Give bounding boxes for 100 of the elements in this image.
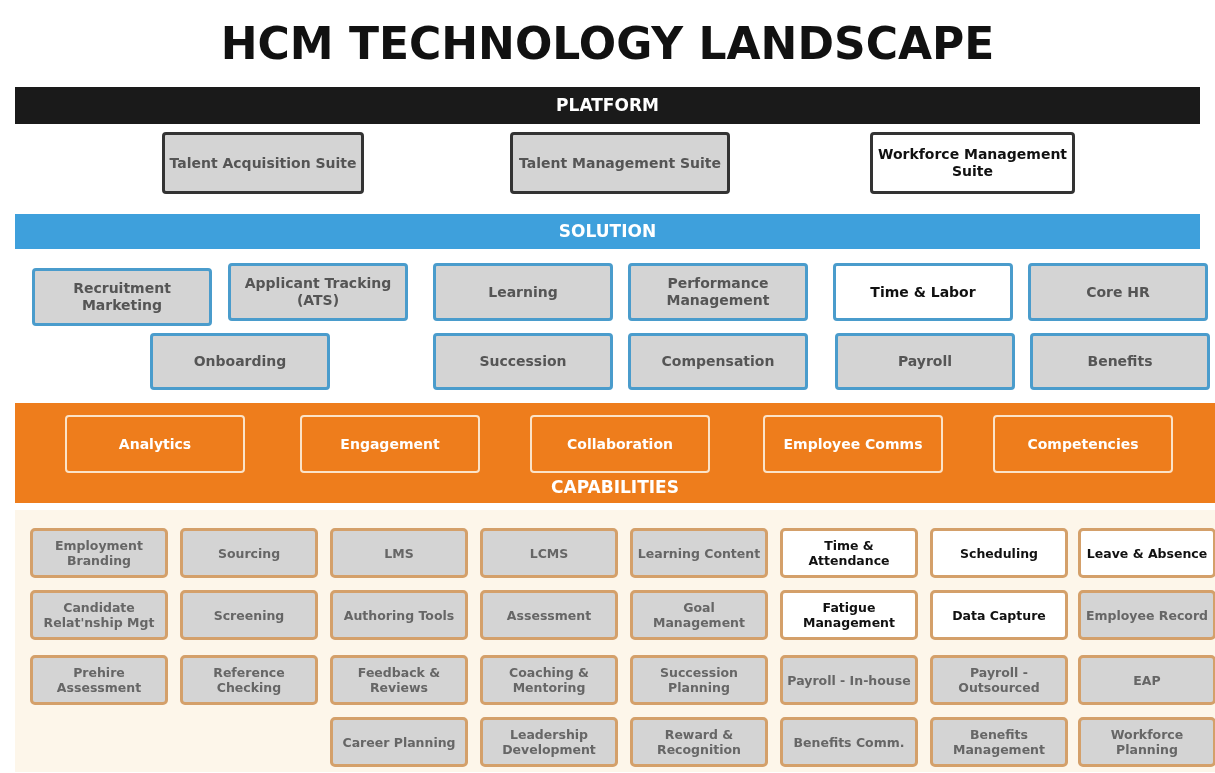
section-heading: SOLUTION (558, 221, 657, 242)
box-label: Succession Planning (659, 665, 739, 695)
capability-box (330, 655, 468, 705)
capability-box (1078, 528, 1215, 578)
box-label: Payroll - In-house (787, 672, 911, 688)
capability-box (780, 655, 918, 705)
section-heading: PLATFORM (556, 95, 659, 116)
capability-box (780, 717, 918, 767)
capability-box (630, 717, 768, 767)
suite-box (870, 132, 1075, 194)
capability-box (930, 655, 1068, 705)
box-label: Onboarding (193, 353, 287, 370)
capability-box (480, 528, 618, 578)
box-label: Applicant Tracking (ATS) (243, 275, 393, 309)
box-label: Time & Labor (870, 283, 976, 301)
solution-box (835, 333, 1015, 390)
solution-box (32, 268, 212, 326)
box-label: Engagement (340, 435, 440, 453)
capability-box (930, 528, 1068, 578)
capability-box (30, 528, 168, 578)
section-band (15, 214, 1200, 249)
capability-box (480, 590, 618, 640)
capability-box (65, 415, 245, 473)
suite-box (510, 132, 730, 194)
capability-box (330, 590, 468, 640)
box-label: Authoring Tools (343, 607, 455, 623)
box-label: Talent Acquisition Suite (169, 154, 357, 172)
capability-box (1078, 717, 1215, 767)
solution-box (1028, 263, 1208, 321)
box-label: Payroll - Outsourced (957, 665, 1041, 695)
box-label: Benefits (1087, 353, 1153, 370)
box-label: Leadership Development (501, 727, 597, 757)
box-label: Compensation (661, 353, 775, 370)
box-label: Succession (479, 353, 567, 370)
solution-box (433, 333, 613, 390)
capability-box (300, 415, 480, 473)
box-label: Time & Attendance (807, 538, 891, 568)
box-label: Employee Record (1085, 607, 1209, 623)
box-label: Analytics (118, 435, 192, 453)
box-label: Employment Branding (54, 538, 144, 568)
box-label: Assessment (506, 607, 592, 623)
box-label: Screening (213, 607, 285, 623)
box-label: Goal Management (652, 600, 746, 630)
section-band (15, 87, 1200, 124)
capability-box (780, 528, 918, 578)
capability-box (630, 528, 768, 578)
capability-box (630, 590, 768, 640)
box-label: LMS (384, 545, 414, 561)
capability-box (30, 590, 168, 640)
box-label: Collaboration (567, 435, 673, 453)
solution-box (433, 263, 613, 321)
capability-box (180, 655, 318, 705)
capability-box (180, 528, 318, 578)
capability-box (330, 528, 468, 578)
box-label: Coaching & Mentoring (508, 665, 590, 695)
suite-box (162, 132, 364, 194)
capability-box (930, 717, 1068, 767)
solution-box (628, 263, 808, 321)
box-label: Data Capture (952, 607, 1046, 623)
box-label: Recruitment Marketing (72, 280, 172, 314)
capability-box (30, 655, 168, 705)
box-label: Candidate Relat'nship Mgt (42, 600, 156, 630)
box-label: Feedback & Reviews (356, 665, 442, 695)
solution-box (150, 333, 330, 390)
box-label: Workforce Planning (1109, 727, 1185, 757)
box-label: Learning Content (637, 545, 761, 561)
solution-box (628, 333, 808, 390)
capability-box (1078, 590, 1215, 640)
box-label: Payroll (897, 353, 953, 370)
capability-box (930, 590, 1068, 640)
box-label: Talent Management Suite (519, 154, 721, 172)
box-label: Performance Management (665, 275, 771, 309)
capability-box (763, 415, 943, 473)
box-label: Sourcing (217, 545, 281, 561)
box-label: Benefits Comm. (793, 734, 905, 750)
capability-box (530, 415, 710, 473)
box-label: Benefits Management (952, 727, 1046, 757)
capability-box (780, 590, 918, 640)
box-label: Employee Comms (783, 435, 923, 453)
solution-box (228, 263, 408, 321)
capability-box (480, 655, 618, 705)
capability-box (1078, 655, 1215, 705)
section-heading: CAPABILITIES (551, 476, 679, 497)
box-label: LCMS (529, 545, 569, 561)
section-band (15, 403, 1215, 503)
title: HCM TECHNOLOGY LANDSCAPE (219, 18, 996, 69)
box-label: Reference Checking (212, 665, 286, 695)
box-label: Reward & Recognition (656, 727, 742, 757)
box-label: Workforce Management Suite (877, 146, 1068, 180)
solution-box (833, 263, 1013, 321)
box-label: Prehire Assessment (55, 665, 143, 695)
box-label: Core HR (1086, 283, 1150, 301)
capability-box (993, 415, 1173, 473)
capability-box (330, 717, 468, 767)
box-label: Scheduling (959, 545, 1039, 561)
capability-box (180, 590, 318, 640)
box-label: Fatigue Management (802, 600, 896, 630)
box-label: Learning (488, 283, 558, 301)
solution-box (1030, 333, 1210, 390)
capability-box (480, 717, 618, 767)
